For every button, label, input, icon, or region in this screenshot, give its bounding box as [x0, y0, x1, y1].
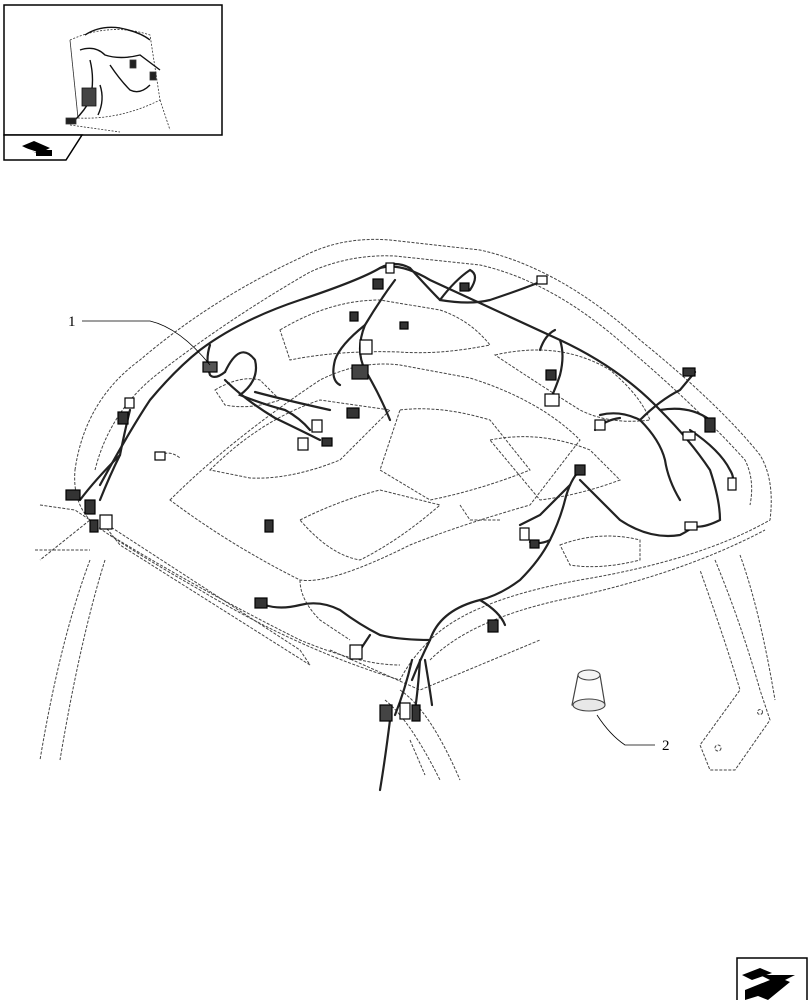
callout-leaders: [82, 320, 655, 746]
harness-connectors: [65, 262, 737, 722]
callout-1-label: 1: [68, 314, 76, 330]
cab-wiring-harness: [78, 262, 735, 792]
cab-roof-outline: [35, 238, 776, 781]
cab-overview-thumbnail-icon: [65, 26, 171, 133]
manual-book-icon: [22, 141, 52, 156]
next-page-arrow-icon: [742, 968, 795, 1000]
book-tab[interactable]: [3, 134, 84, 161]
callout-2-label: 2: [662, 738, 670, 754]
beacon-lamp-part: [571, 669, 606, 712]
next-page-button[interactable]: [736, 957, 808, 1000]
thumbnail-panel[interactable]: [3, 4, 223, 136]
